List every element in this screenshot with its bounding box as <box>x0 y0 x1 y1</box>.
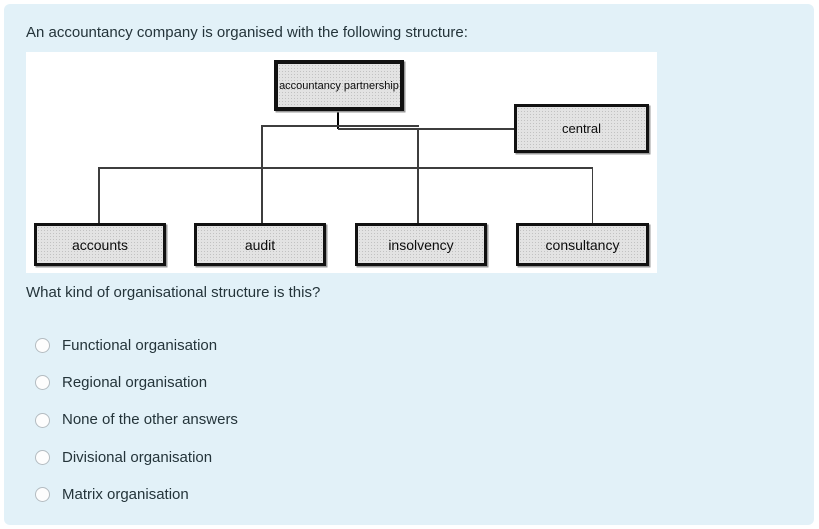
connector-vertical-accounts <box>98 167 100 223</box>
answer-option-label: Divisional organisation <box>62 448 213 466</box>
answer-option-regional[interactable]: Regional organisation <box>35 364 238 401</box>
connector-root-stub <box>337 111 339 129</box>
radio-button[interactable] <box>35 487 50 503</box>
answer-option-label: Matrix organisation <box>62 485 189 503</box>
question-intro: An accountancy company is organised with… <box>26 24 468 41</box>
org-node-label: accounts <box>71 236 129 253</box>
connector-to-central <box>338 128 514 130</box>
answer-options: Functional organisation Regional organis… <box>35 327 238 513</box>
radio-button[interactable] <box>35 375 50 391</box>
org-node-label: accountancy partnership <box>279 79 399 92</box>
answer-option-divisional[interactable]: Divisional organisation <box>35 439 238 476</box>
org-node-accounts: accounts <box>34 223 166 266</box>
connector-horizontal-lower <box>98 167 593 169</box>
answer-option-matrix[interactable]: Matrix organisation <box>35 476 238 513</box>
connector-vertical-consultancy <box>591 167 593 223</box>
org-node-consultancy: consultancy <box>516 223 649 266</box>
radio-button[interactable] <box>35 338 50 354</box>
radio-button[interactable] <box>35 450 50 466</box>
answer-option-label: Regional organisation <box>62 373 208 391</box>
question-panel: An accountancy company is organised with… <box>4 4 814 525</box>
answer-option-label: None of the other answers <box>62 411 238 429</box>
org-node-central: central <box>514 104 649 153</box>
org-chart: accountancy partnership central accounts… <box>26 52 657 273</box>
org-node-label: consultancy <box>545 236 620 253</box>
org-node-label: insolvency <box>388 236 454 253</box>
answer-option-none[interactable]: None of the other answers <box>35 402 238 439</box>
question-prompt: What kind of organisational structure is… <box>26 284 321 301</box>
org-node-insolvency: insolvency <box>355 223 487 266</box>
answer-option-functional[interactable]: Functional organisation <box>35 327 238 364</box>
answer-option-label: Functional organisation <box>62 336 218 354</box>
connector-horizontal-upper <box>261 125 419 127</box>
org-node-label: central <box>561 121 602 136</box>
connector-vertical-insolvency <box>417 128 419 223</box>
org-node-audit: audit <box>194 223 326 266</box>
org-node-accountancy-partnership: accountancy partnership <box>274 60 404 111</box>
radio-button[interactable] <box>35 412 50 428</box>
connector-vertical-audit <box>261 125 263 223</box>
org-node-label: audit <box>244 236 276 253</box>
